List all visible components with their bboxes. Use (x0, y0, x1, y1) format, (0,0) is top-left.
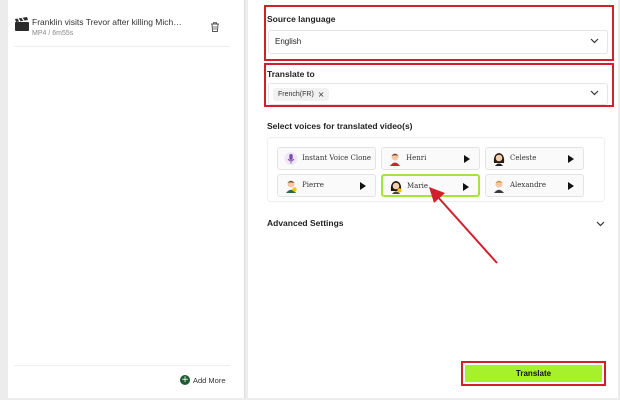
voice-name: Marie (407, 182, 429, 190)
voices-grid: Instant Voice Clone Henri Celeste Pierre (267, 137, 605, 202)
video-clapper-icon (15, 17, 29, 31)
voice-card-marie[interactable]: Marie (381, 174, 480, 197)
add-more-label: Add More (193, 375, 226, 385)
avatar-pierre-icon (286, 180, 297, 193)
microphone-icon (284, 152, 298, 165)
avatar-henri-icon (390, 153, 400, 166)
translate-to-highlight (264, 63, 614, 107)
voice-name: Celeste (510, 154, 537, 162)
play-icon[interactable] (568, 155, 574, 163)
chevron-down-icon (590, 90, 599, 96)
play-icon[interactable] (568, 182, 574, 190)
translate-button[interactable]: Translate (465, 365, 602, 382)
avatar-alexandre-icon (494, 180, 504, 193)
translate-highlight: Translate (461, 361, 606, 386)
play-icon[interactable] (464, 155, 470, 163)
plus-circle-icon: + (180, 375, 190, 385)
play-icon[interactable] (463, 183, 469, 191)
voice-card-henri[interactable]: Henri (381, 147, 480, 170)
file-title: Franklin visits Trevor after killing Mic… (32, 17, 182, 27)
file-meta: MP4 / 6m55s (32, 30, 74, 37)
voice-name: Alexandre (510, 181, 547, 189)
voice-card-instant-voice-clone[interactable]: Instant Voice Clone (277, 147, 376, 170)
voice-name: Instant Voice Clone (302, 154, 372, 162)
voice-name: Pierre (302, 181, 324, 189)
divider (14, 365, 230, 366)
target-language-select[interactable]: French(FR) × (268, 83, 608, 105)
voice-card-celeste[interactable]: Celeste (485, 147, 584, 170)
chevron-down-icon (596, 221, 605, 227)
trash-icon[interactable] (209, 21, 221, 33)
voice-card-alexandre[interactable]: Alexandre (485, 174, 584, 197)
chip-remove-icon[interactable]: × (317, 90, 325, 99)
advanced-settings-toggle[interactable]: Advanced Settings (267, 216, 607, 232)
avatar-celeste-icon (493, 153, 505, 166)
advanced-settings-label: Advanced Settings (267, 218, 344, 228)
divider (14, 46, 230, 47)
source-language-label: Source language (267, 14, 336, 24)
voice-name: Henri (406, 154, 427, 162)
file-list-item[interactable]: Franklin visits Trevor after killing Mic… (10, 10, 230, 46)
file-list-panel (8, 0, 245, 398)
translate-to-label: Translate to (267, 69, 315, 79)
avatar-marie-icon (390, 181, 402, 194)
voices-label: Select voices for translated video(s) (267, 121, 413, 131)
language-chip: French(FR) × (273, 88, 330, 101)
source-language-value: English (275, 37, 302, 46)
language-chip-label: French(FR) (278, 91, 314, 98)
play-icon[interactable] (360, 182, 366, 190)
source-language-highlight (264, 5, 614, 61)
add-more-button[interactable]: + Add More (180, 373, 226, 387)
chevron-down-icon (590, 38, 599, 44)
voice-card-pierre[interactable]: Pierre (277, 174, 376, 197)
source-language-select[interactable]: English (268, 30, 608, 54)
